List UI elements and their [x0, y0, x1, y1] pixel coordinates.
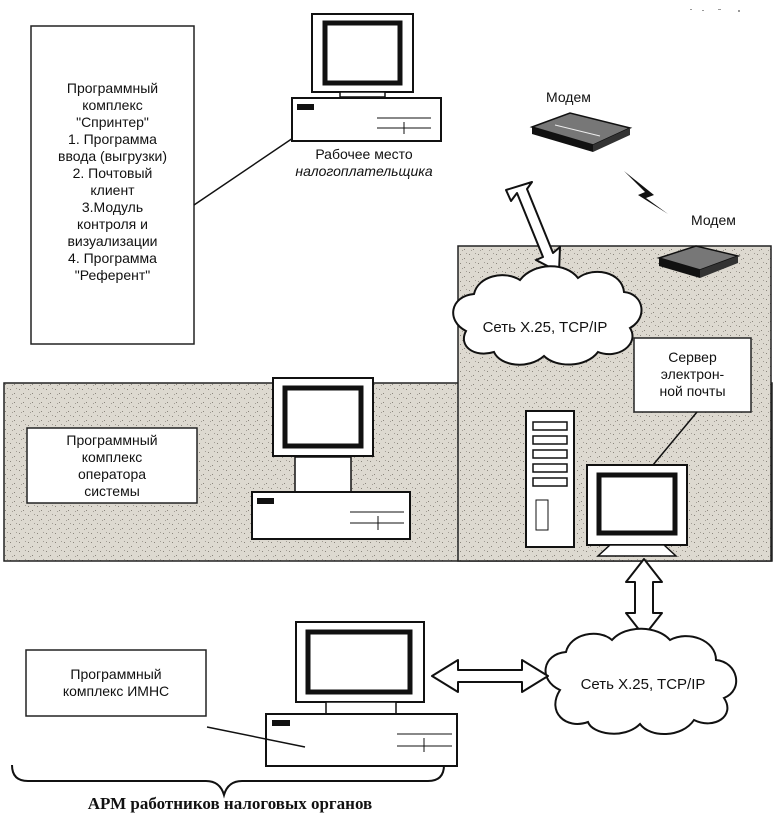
- text-line: комплекс: [81, 449, 143, 465]
- text-line: электрон-: [660, 366, 725, 382]
- network-bottom-label: Сеть X.25, TCP/IP: [580, 676, 706, 693]
- wireless-link-icon: [624, 171, 668, 214]
- network-top-cloud: [452, 265, 643, 366]
- text-line: комплекс ИМНС: [62, 683, 170, 699]
- workstations-brace: [11, 764, 445, 799]
- text-line: 4. Программа: [68, 250, 157, 266]
- text-line: 1. Программа: [68, 131, 157, 147]
- modem-right-icon: [656, 245, 741, 278]
- modem-top-label: Модем: [546, 89, 591, 105]
- mail-server-monitor-icon: [586, 464, 688, 557]
- text-line: ной почты: [659, 383, 726, 399]
- server-tower-icon: [525, 410, 575, 548]
- text-line: комплекс: [82, 97, 143, 113]
- arrow-imns-network: [431, 659, 549, 693]
- taxpayer-computer-icon: [291, 13, 442, 142]
- text-line: Программный: [70, 666, 162, 682]
- imns-pointer: [206, 726, 306, 748]
- network-top-label: Сеть X.25, TCP/IP: [482, 319, 608, 336]
- text-line: "Спринтер": [76, 114, 149, 130]
- mail-server-box: [633, 337, 752, 413]
- taxpayer-software-text: Программный комплекс "Спринтер" 1. Прогр…: [37, 80, 188, 284]
- caption: АРМ работников налоговых органов: [87, 794, 373, 813]
- text-line: 2. Почтовый: [72, 165, 153, 181]
- text-line: Сервер: [668, 349, 717, 365]
- text-line: клиент: [90, 182, 135, 198]
- mail-server-pointer: [647, 411, 698, 472]
- imns-computer-icon: [265, 621, 458, 767]
- text-line: "Референт": [74, 267, 151, 283]
- mail-server-text: Сервер электрон- ной почты: [637, 349, 748, 400]
- text-line: Программный: [66, 80, 159, 96]
- text-line: системы: [84, 483, 140, 499]
- operator-software-box: [26, 427, 198, 504]
- imns-software-box: [25, 649, 207, 717]
- operator-computer-icon: [251, 377, 411, 540]
- taxpayer-software-box: [30, 25, 195, 345]
- text-line: визуализации: [67, 233, 158, 249]
- modem-top-icon: [529, 112, 633, 152]
- taxpayer-workstation-label: Рабочее место налогоплательщика: [284, 146, 444, 180]
- operator-software-text: Программный комплекс оператора системы: [30, 432, 194, 500]
- text-line: контроля и: [77, 216, 148, 232]
- text-line: 3.Модуль: [81, 199, 144, 215]
- network-bottom-cloud: [544, 627, 738, 736]
- modem-right-label: Модем: [691, 212, 736, 228]
- text-line: Программный: [66, 432, 158, 448]
- arrow-server-network: [625, 558, 663, 637]
- text-line: оператора: [77, 466, 147, 482]
- text-line: ввода (выгрузки): [58, 148, 167, 164]
- workstation-line-1: Рабочее место: [315, 146, 413, 162]
- workstation-line-2: налогоплательщика: [295, 163, 433, 179]
- scan-specks: [690, 9, 740, 12]
- imns-software-text: Программный комплекс ИМНС: [30, 666, 202, 700]
